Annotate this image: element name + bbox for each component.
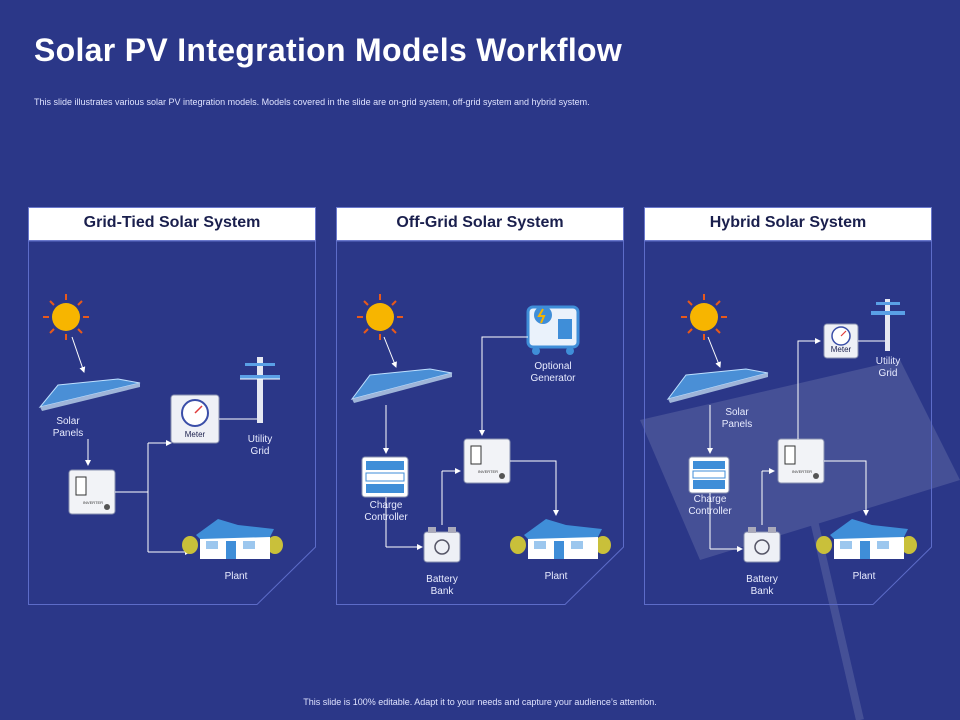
solar-panel-icon [350,368,453,403]
page-title: Solar PV Integration Models Workflow [34,32,623,68]
solar-panel-icon [38,378,141,411]
footer-note: This slide is 100% editable. Adapt it to… [303,697,657,707]
inverter-label: INVERTER [82,500,104,505]
battery-bank-label: Battery Bank [426,574,458,597]
house-icon [510,519,611,559]
inverter-icon [68,469,116,515]
panel-frame [28,240,316,605]
meter-label: Meter [830,345,852,354]
panel-heading: Grid-Tied Solar System [28,207,316,241]
sun-icon [357,294,403,340]
charge-controller-label: Charge Controller [364,500,408,523]
plant-label: Plant [852,571,876,582]
panel-frame [644,240,932,605]
inverter-label: INVERTER [477,469,499,474]
optional-generator-label: Optional Generator [530,361,576,384]
charge-controller-label: Charge Controller [688,494,732,517]
sun-icon [43,294,89,340]
solar-panels-label: Solar Panels [52,416,84,439]
plant-label: Plant [544,571,568,582]
generator-icon [526,305,580,355]
battery-bank-label: Battery Bank [746,574,778,597]
plant-label: Plant [224,571,248,582]
panel-grid-tied: Grid-Tied Solar System [28,207,316,605]
battery-icon [423,527,461,563]
grid-tied-diagram [38,294,283,559]
solar-panels-label: Solar Panels [721,407,753,430]
page-subtitle: This slide illustrates various solar PV … [34,97,590,107]
panel-hybrid: Hybrid Solar System [644,207,932,605]
utility-pole-icon [240,357,280,423]
panel-off-grid: Off-Grid Solar System [336,207,624,605]
meter-icon [823,323,859,359]
sun-icon [681,294,727,340]
utility-pole-icon [871,299,905,351]
utility-grid-label: Utility Grid [247,434,273,457]
panel-heading: Hybrid Solar System [644,207,932,241]
hybrid-diagram [666,294,917,563]
charge-controller-icon [688,456,730,494]
house-icon [182,519,283,559]
utility-grid-label: Utility Grid [875,356,901,379]
solar-panel-icon [666,368,769,403]
off-grid-diagram [350,294,611,563]
meter-label: Meter [184,430,206,439]
panel-frame [336,240,624,605]
charge-controller-icon [361,456,409,498]
panel-heading: Off-Grid Solar System [336,207,624,241]
battery-icon [743,527,781,563]
house-icon [816,519,917,559]
inverter-label: INVERTER [791,469,813,474]
